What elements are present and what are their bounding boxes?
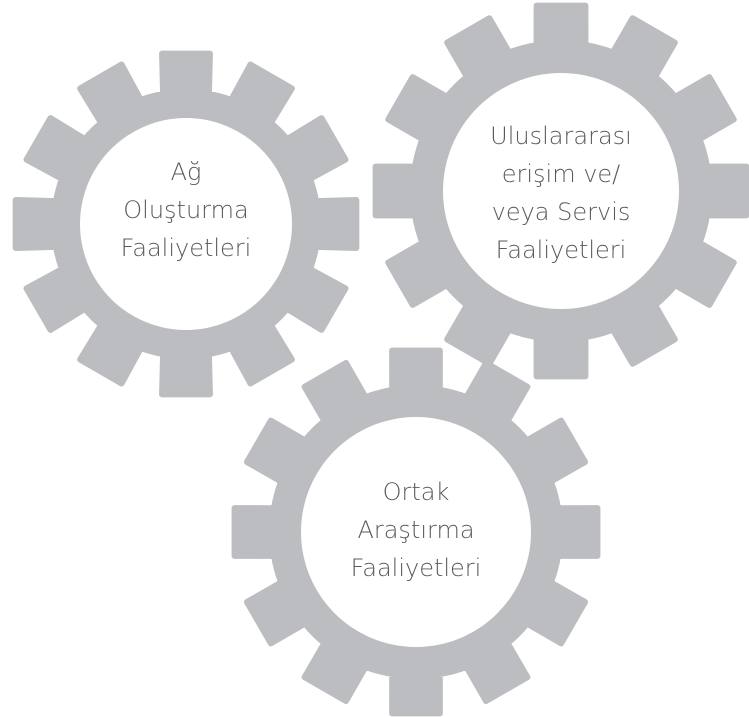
gear-network-label: Ağ Oluşturma Faaliyetleri (86, 130, 286, 290)
gear-research (231, 347, 601, 717)
gear-network-line-1: Ağ (170, 158, 202, 186)
gear-research-hub (301, 417, 531, 647)
gear-international-line-1: Uluslararası (490, 121, 632, 150)
gear-network-line-2: Oluşturma (123, 196, 249, 224)
gear-research-line-3: Faaliyetleri (350, 554, 482, 582)
gear-network-line-3: Faaliyetleri (120, 234, 252, 262)
gear-research-label: Ortak Araştırma Faaliyetleri (316, 450, 516, 610)
gear-research-line-2: Araştırma (357, 516, 475, 544)
gear-international-label: Uluslararası erişim ve/ veya Servis Faal… (461, 100, 661, 285)
gear-international-line-4: Faaliyetleri (495, 235, 627, 264)
gear-network (12, 50, 360, 398)
gear-international-line-3: veya Servis (491, 197, 631, 226)
gear-network-hub (80, 118, 292, 330)
gear-international (372, 2, 749, 380)
gear-international-hub (443, 73, 679, 309)
gear-research-line-1: Ortak (382, 478, 450, 506)
gear-international-line-2: erişim ve/ (501, 159, 621, 188)
